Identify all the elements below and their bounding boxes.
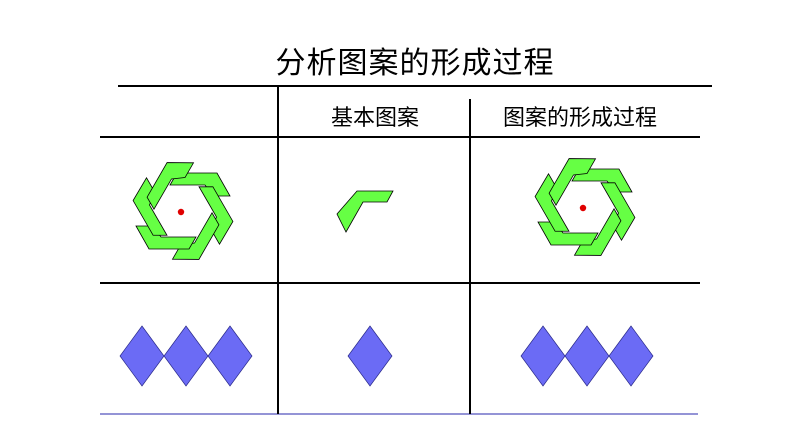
rotation-center-dot <box>579 204 587 212</box>
header-formation-process: 图案的形成过程 <box>502 106 657 131</box>
diamond-row-figure <box>119 325 253 387</box>
diamond-row-formation <box>520 325 654 387</box>
chevron-hexagon-formation <box>528 146 642 268</box>
chevron-hexagon-figure <box>126 150 240 272</box>
basic-diamond <box>347 325 393 387</box>
page-title: 分析图案的形成过程 <box>275 46 555 81</box>
header-basic-pattern: 基本图案 <box>330 106 419 131</box>
rotation-center-dot <box>177 208 185 216</box>
basic-chevron <box>336 190 394 233</box>
